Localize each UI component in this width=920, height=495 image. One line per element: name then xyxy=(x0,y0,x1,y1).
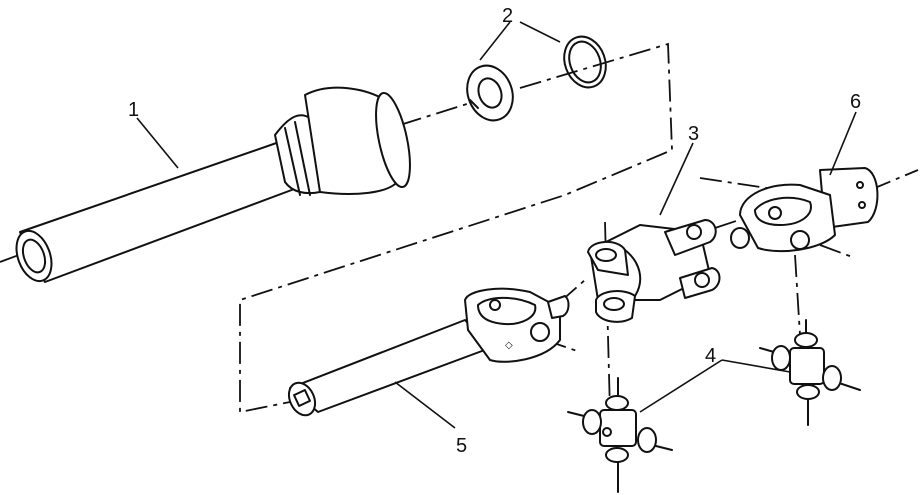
callout-labels: 1 2 3 4 5 6 xyxy=(128,5,861,457)
callout-4: 4 xyxy=(705,345,716,367)
leader-lines xyxy=(136,21,857,429)
double-yoke-part-3 xyxy=(587,219,721,323)
yoke-shaft-part-6 xyxy=(730,167,879,253)
u-joint-left xyxy=(567,377,673,493)
u-joint-crosses-part-4 xyxy=(567,319,861,493)
snap-rings-part-2 xyxy=(466,35,607,122)
callout-1: 1 xyxy=(128,99,139,121)
u-joint-right xyxy=(759,319,861,426)
inner-shaft-part-5: ◇ xyxy=(287,287,570,417)
callout-6: 6 xyxy=(850,91,861,113)
callout-2: 2 xyxy=(502,5,513,27)
outer-tube-part-1 xyxy=(15,86,411,283)
svg-text:◇: ◇ xyxy=(505,340,513,351)
callout-3: 3 xyxy=(688,123,699,145)
callout-5: 5 xyxy=(456,435,467,457)
